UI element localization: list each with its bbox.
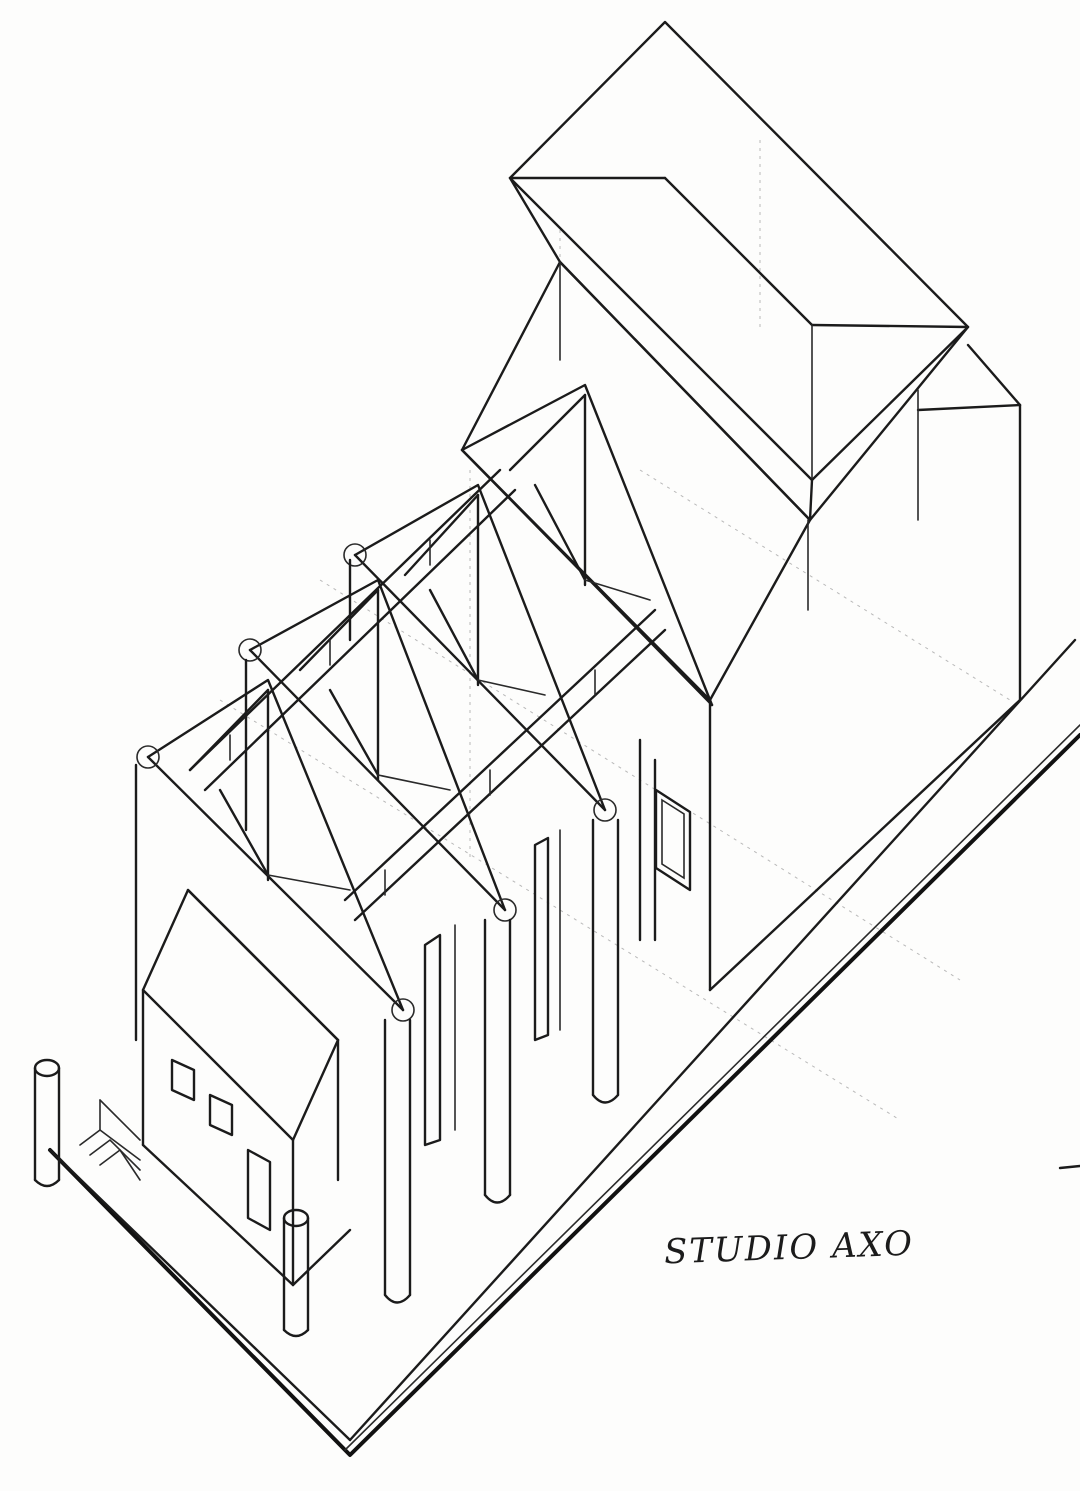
bollards bbox=[33, 1058, 310, 1338]
ground-slab bbox=[48, 638, 1080, 1457]
columns bbox=[134, 558, 620, 1304]
truss-frames bbox=[136, 383, 714, 1022]
edge-tick bbox=[1058, 1164, 1080, 1170]
longitudinal-beams bbox=[188, 468, 667, 922]
front-house bbox=[79, 888, 352, 1287]
rear-pavilion bbox=[460, 20, 1022, 992]
